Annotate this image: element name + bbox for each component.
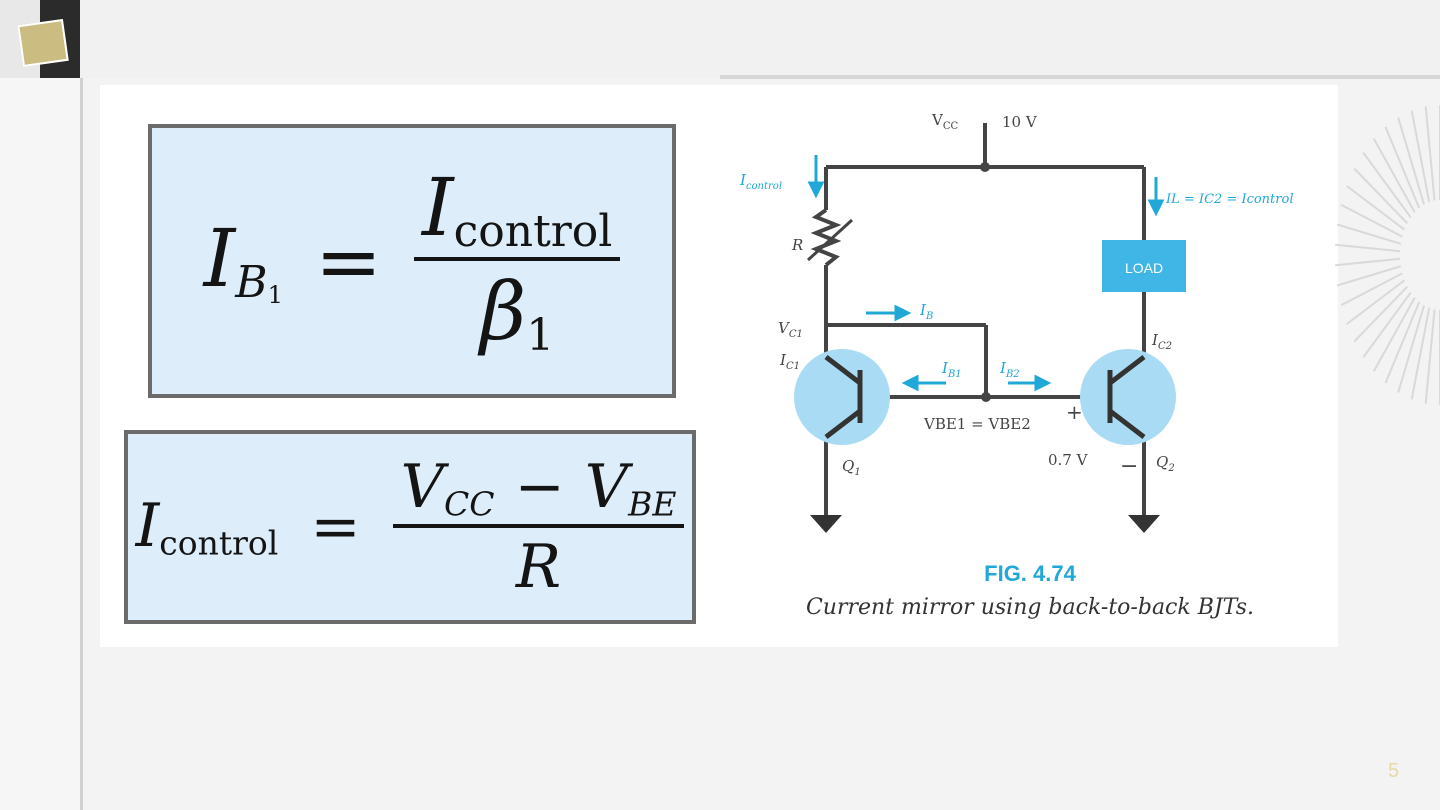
eq1-fraction: Icontrol β1: [414, 161, 621, 361]
eq2-num-a-symbol: V: [400, 452, 444, 523]
sunburst-ray: [1384, 126, 1421, 209]
eq2-denominator: R: [515, 531, 562, 602]
equation-base-current: IB1 = Icontrol β1: [148, 124, 676, 398]
sunburst-ray: [1372, 138, 1416, 213]
sunburst-ray: [1336, 223, 1402, 245]
arrow-icon: [901, 374, 919, 392]
sunburst-ray: [1424, 106, 1436, 201]
arrow-icon: [807, 181, 825, 199]
load-current-label: IL = IC2 = Icontrol: [1165, 192, 1293, 207]
top-bar: [0, 0, 1440, 78]
ground-icon: [1128, 515, 1160, 533]
vbe-value: 0.7 V: [1048, 451, 1089, 469]
eq2-fraction-bar: [392, 523, 685, 528]
q1-collector: [824, 355, 862, 385]
ground-icon: [810, 515, 842, 533]
left-rail: [0, 78, 83, 810]
resistor-label: R: [791, 236, 803, 254]
eq2-num-a-sub: CC: [443, 484, 495, 524]
sunburst-ray: [1372, 297, 1416, 372]
sunburst-ray: [1424, 309, 1436, 404]
eq1-num-sub: control: [453, 206, 613, 257]
sunburst-ray: [1340, 203, 1403, 238]
page-number: 5: [1388, 760, 1400, 782]
sunburst-ray: [1362, 291, 1412, 358]
eq2-num-b-sub: BE: [628, 484, 677, 524]
eq1-den-sub: 1: [526, 310, 555, 361]
logo-gold-square: [17, 19, 69, 67]
sunburst-ray: [1335, 243, 1401, 253]
sunburst-ray: [1353, 167, 1409, 224]
vbe-plus: +: [1066, 400, 1083, 424]
ib1-label: IB1: [941, 359, 962, 380]
transistor-q1-icon: [794, 349, 890, 445]
eq2-numerator: VCC−VBE: [393, 452, 685, 523]
ic1-label: IC1: [779, 351, 800, 372]
eq2-lhs: Icontrol: [136, 491, 279, 562]
arrow-icon: [1147, 199, 1165, 217]
q2-label: Q2: [1156, 453, 1175, 474]
arrow-icon: [894, 304, 912, 322]
eq1-lhs-subsub: 1: [267, 281, 283, 310]
resistor-icon: [810, 208, 842, 267]
ib2-label: IB2: [999, 359, 1020, 380]
q1-emitter: [824, 409, 862, 439]
eq1-den-symbol: β: [480, 265, 527, 358]
vc1-label: VC1: [778, 319, 803, 340]
i-control-label: Icontrol: [739, 171, 782, 192]
vbe-equation: VBE1 = VBE2: [923, 415, 1031, 433]
base-node: [981, 392, 991, 402]
vcc-value: 10 V: [1002, 113, 1038, 131]
eq1-lhs: IB1: [204, 212, 283, 309]
sunburst-ray: [1335, 257, 1401, 267]
sunburst-ray: [1346, 279, 1406, 325]
figure-caption: Current mirror using back-to-back BJTs.: [805, 595, 1255, 620]
load-label: LOAD: [1125, 260, 1163, 276]
transistor-q2-icon: [1080, 349, 1176, 445]
eq1-numerator: Icontrol: [414, 161, 620, 257]
arrow-icon: [1034, 374, 1052, 392]
eq2-minus: −: [514, 452, 565, 523]
sunburst-ray: [1340, 272, 1403, 307]
vcc-node: [980, 162, 990, 172]
q2-collector: [1108, 355, 1146, 385]
sunburst-ray: [1397, 305, 1426, 393]
sunburst-ray: [1336, 265, 1402, 287]
eq1-denominator: β1: [480, 261, 554, 361]
eq1-equals: =: [314, 214, 382, 308]
eq1-num-symbol: I: [422, 161, 454, 254]
sunburst-ray: [1362, 152, 1412, 219]
divider-line: [720, 75, 1440, 79]
logo-thumbnail-icon: [0, 0, 80, 78]
eq2-fraction: VCC−VBE R: [392, 452, 685, 602]
figure-number: FIG. 4.74: [984, 561, 1076, 586]
sunburst-ray: [1410, 110, 1431, 203]
sunburst-ray: [1410, 307, 1431, 400]
ic2-label: IC2: [1151, 331, 1172, 352]
resistor-adjust-arrow: [806, 218, 854, 262]
eq1-lhs-sub: B1: [235, 257, 283, 310]
q2-emitter: [1108, 409, 1146, 439]
sunburst-decoration-icon: [1335, 105, 1440, 405]
ib-label: IB: [919, 301, 933, 322]
equation-control-current: Icontrol = VCC−VBE R: [124, 430, 696, 624]
eq1-lhs-sub-text: B: [235, 257, 268, 309]
eq2-equals: =: [310, 492, 361, 562]
sunburst-ray: [1384, 301, 1421, 384]
vbe-minus: −: [1120, 454, 1138, 479]
q1-label: Q1: [842, 457, 861, 478]
sunburst-ray: [1353, 286, 1409, 343]
eq2-lhs-sub: control: [159, 523, 279, 563]
current-mirror-circuit: VCC 10 V R VC1 IC1 IC2 VBE1 = VBE2 0.7 V…: [739, 111, 1293, 533]
eq1-fraction-bar: [414, 257, 621, 261]
vcc-label: VCC: [931, 111, 958, 132]
sunburst-ray: [1346, 185, 1406, 231]
eq2-num-b-symbol: V: [584, 452, 629, 523]
eq2-lhs-symbol: I: [135, 491, 160, 562]
eq1-lhs-symbol: I: [203, 212, 236, 306]
load-box: [1102, 240, 1186, 292]
sunburst-ray: [1397, 117, 1426, 205]
